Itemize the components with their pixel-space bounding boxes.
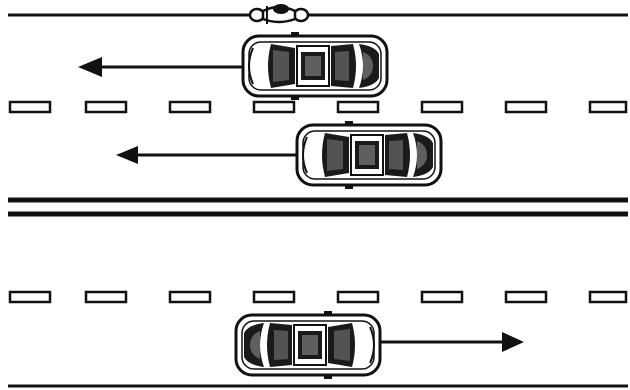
lane-dash — [84, 290, 128, 304]
car-icon-upper-1 — [241, 30, 389, 102]
arrow-middle-left — [116, 146, 297, 164]
lane-dash — [8, 100, 52, 114]
lane-divider-lower — [8, 290, 628, 304]
arrow-upper-left — [78, 57, 242, 77]
lane-dash — [504, 100, 548, 114]
arrow-lower-right — [381, 332, 524, 352]
lane-divider-upper — [8, 100, 628, 114]
lane-dash — [336, 290, 380, 304]
lane-dash — [588, 100, 628, 114]
lane-dash — [588, 290, 628, 304]
lane-dash — [252, 100, 296, 114]
lane-dash — [168, 290, 212, 304]
lane-dash — [420, 290, 464, 304]
car-icon-upper-2 — [295, 119, 443, 191]
lane-dash — [336, 100, 380, 114]
motorcycle-icon — [248, 4, 310, 24]
lane-dash — [504, 290, 548, 304]
lane-dash — [8, 290, 52, 304]
lane-dash — [420, 100, 464, 114]
lane-dash — [168, 100, 212, 114]
lane-dash — [84, 100, 128, 114]
car-icon-lower — [234, 309, 382, 381]
lane-dash — [252, 290, 296, 304]
